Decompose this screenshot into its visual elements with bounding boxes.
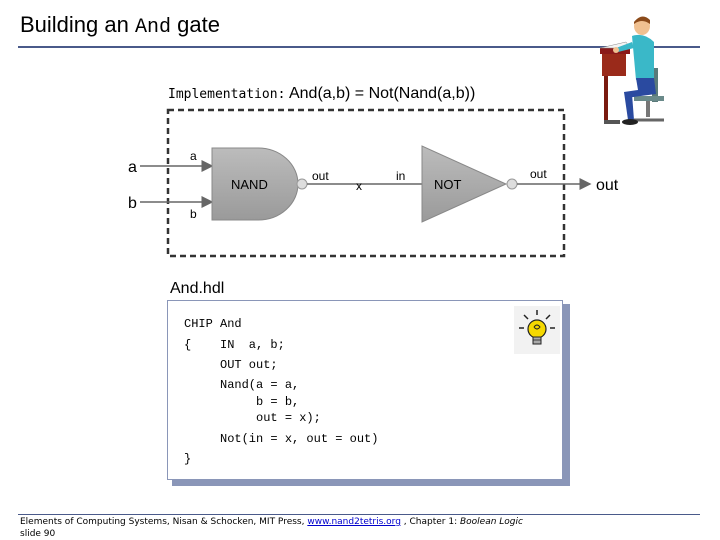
and-gate-diagram: a b a b NAND out x in NOT out out — [128, 108, 619, 258]
lightbulb-icon — [514, 306, 560, 354]
title-divider — [18, 46, 700, 48]
slide-title: Building an And gate — [20, 12, 220, 39]
implementation-label: Implementation: — [168, 87, 286, 102]
person-at-desk-illustration — [599, 16, 664, 125]
footer-divider — [18, 514, 700, 515]
code-line-5: b = b, — [184, 395, 300, 409]
code-line-8: } — [184, 452, 192, 466]
footer-chapter-prefix: , Chapter 1: — [400, 517, 460, 527]
code-line-4: Nand(a = a, — [184, 378, 300, 392]
footer-text: Elements of Computing Systems, Nisan & S… — [20, 517, 308, 527]
not-out-label: out — [530, 167, 547, 181]
implementation-formula: And(a,b) = Not(Nand(a,b)) — [288, 85, 476, 102]
pin-a-label: a — [190, 149, 197, 163]
hdl-code-box: CHIP And { IN a, b; OUT out; Nand(a = a,… — [167, 300, 563, 480]
nand-out-label: out — [312, 169, 329, 183]
nand-label: NAND — [231, 177, 268, 192]
title-suffix: gate — [177, 12, 220, 37]
implementation-line: Implementation: And(a,b) = Not(Nand(a,b)… — [168, 85, 475, 103]
title-code: And — [135, 16, 172, 39]
not-in-label: in — [396, 169, 405, 183]
title-prefix: Building an — [20, 12, 129, 37]
code-line-7: Not(in = x, out = out) — [184, 432, 379, 446]
code-line-6: out = x); — [184, 411, 321, 425]
footer-link[interactable]: www.nand2tetris.org — [307, 517, 401, 527]
footer: Elements of Computing Systems, Nisan & S… — [20, 516, 523, 540]
not-output-bubble — [506, 178, 518, 190]
pin-b-label: b — [190, 207, 197, 221]
chip-boundary — [166, 108, 566, 258]
footer-chapter: Boolean Logic — [459, 517, 523, 527]
code-line-1: CHIP And — [184, 317, 242, 331]
footer-citation: Elements of Computing Systems, Nisan & S… — [20, 516, 523, 528]
slide-number: slide 90 — [20, 529, 56, 539]
code-line-3: OUT out; — [184, 358, 278, 372]
not-gate — [421, 145, 508, 223]
not-label: NOT — [434, 177, 462, 192]
wire-x-label: x — [356, 179, 362, 193]
code-line-2: { IN a, b; — [184, 338, 285, 352]
input-a-label: a — [128, 159, 137, 176]
output-label: out — [596, 177, 619, 194]
nand-output-bubble — [296, 178, 308, 190]
hdl-filename: And.hdl — [170, 280, 225, 297]
input-b-label: b — [128, 195, 137, 212]
